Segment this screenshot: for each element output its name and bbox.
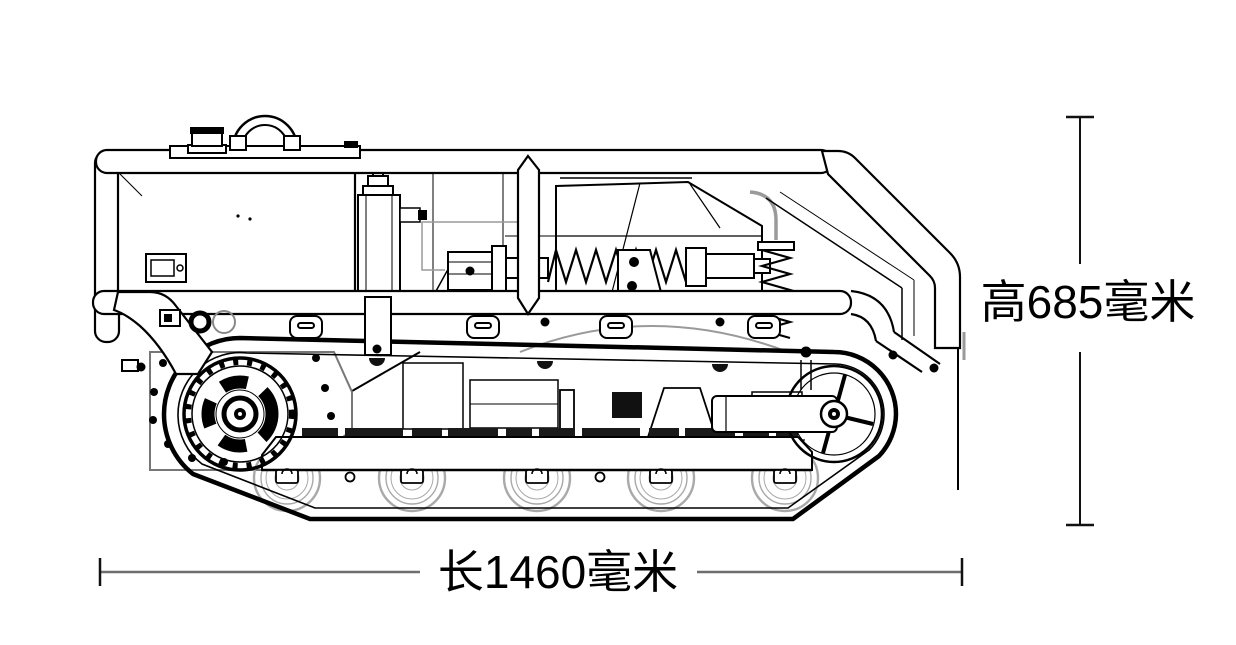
engine-block <box>357 167 427 294</box>
track-tensioner-arm <box>711 395 838 433</box>
height-dimension: 高685毫米 <box>981 115 1196 527</box>
wheel-mount-tab <box>275 469 299 484</box>
wheel-mount-tab <box>525 469 549 484</box>
bolt-stem <box>800 360 812 390</box>
skid-plate <box>261 436 813 484</box>
rail-pads <box>289 315 781 339</box>
mid-machinery <box>149 167 915 439</box>
frame-rear-diagonal-tube <box>820 149 962 350</box>
height-dimension-label: 高685毫米 <box>981 276 1196 328</box>
length-dimension: 长1460毫米 <box>98 546 964 598</box>
fuel-tank <box>116 170 357 294</box>
plate-hole <box>344 471 356 483</box>
front-tow-bracket <box>112 290 236 376</box>
rear-panel <box>765 191 915 340</box>
bumper-rail <box>91 154 941 373</box>
fuel-filler-cap <box>187 127 227 154</box>
length-dimension-label: 长1460毫米 <box>438 546 678 598</box>
drive-sprocket <box>182 356 298 472</box>
bolts <box>372 257 939 373</box>
idler-wheel <box>711 364 884 464</box>
plate-hole <box>594 471 606 483</box>
control-display <box>145 253 187 283</box>
wheel-mount-tab <box>773 469 797 484</box>
center-post <box>516 154 541 317</box>
roll-cage-frame <box>93 114 966 490</box>
wheel-mount-tab <box>400 469 424 484</box>
carry-handle <box>229 114 301 151</box>
wheel-mount-tab <box>649 469 673 484</box>
